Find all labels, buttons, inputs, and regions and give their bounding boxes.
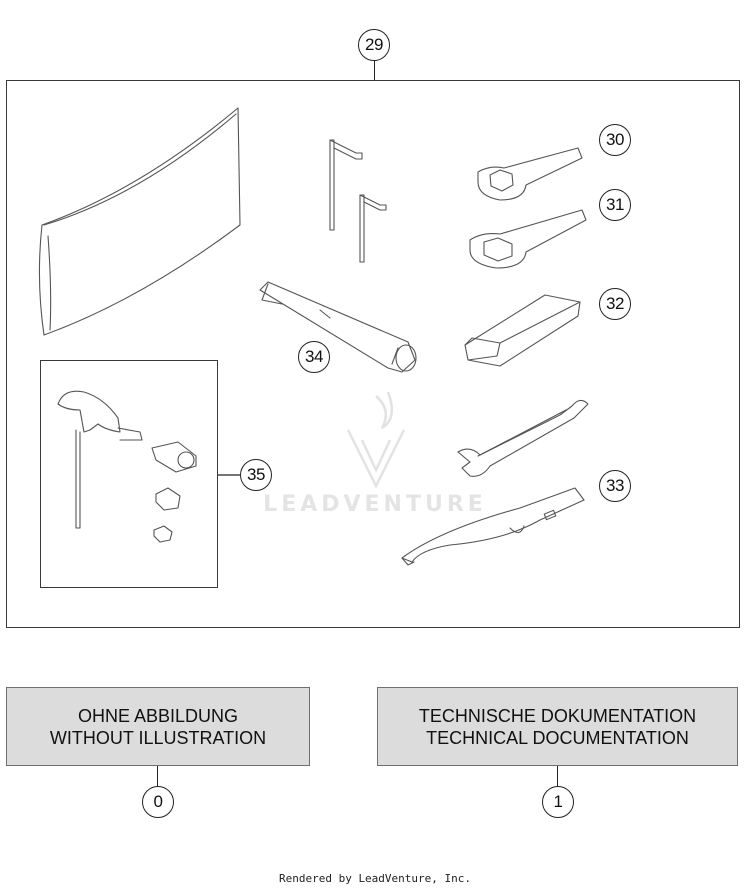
callout-32[interactable]: 32: [599, 288, 631, 320]
callout-29-stem: [374, 60, 376, 80]
callout-33[interactable]: 33: [599, 470, 631, 502]
tool-kit-frame: [6, 80, 740, 628]
technical-documentation-line1: TECHNISCHE DOKUMENTATION: [418, 705, 697, 726]
without-illustration-line1: OHNE ABBILDUNG: [77, 705, 239, 726]
callout-29[interactable]: 29: [358, 29, 390, 61]
watermark-text: LEADVENTURE: [263, 492, 487, 517]
spark-plug-wrench-icon[interactable]: [259, 281, 417, 373]
callout-34[interactable]: 34: [298, 341, 330, 373]
leadventure-logo: [346, 391, 406, 489]
allen-keys-icon[interactable]: [329, 139, 387, 263]
open-end-wrench-icon[interactable]: [457, 399, 589, 477]
hook-spanner-33-icon[interactable]: [401, 487, 585, 566]
ring-wrench-31-icon[interactable]: [469, 209, 587, 269]
callout-1[interactable]: 1: [542, 786, 574, 818]
callout-31[interactable]: 31: [599, 189, 631, 221]
socket-bit-small-icon[interactable]: [153, 525, 173, 543]
tool-tube-32-icon[interactable]: [464, 294, 581, 367]
without-illustration-line2: WITHOUT ILLUSTRATION: [49, 727, 267, 748]
socket-bit-medium-icon[interactable]: [155, 487, 181, 511]
callout-0-stem: [157, 766, 159, 787]
without-illustration-box[interactable]: OHNE ABBILDUNG WITHOUT ILLUSTRATION: [6, 687, 310, 766]
callout-35[interactable]: 35: [240, 459, 272, 491]
callout-1-stem: [557, 766, 559, 787]
socket-bit-large-icon[interactable]: [151, 441, 197, 473]
callout-0[interactable]: 0: [142, 786, 174, 818]
rendered-by-footer: Rendered by LeadVenture, Inc.: [278, 872, 472, 885]
tool-bag-icon: [38, 107, 241, 336]
technical-documentation-line2: TECHNICAL DOCUMENTATION: [426, 727, 689, 748]
t-handle-driver-icon[interactable]: [57, 390, 143, 529]
hex-key-set-frame: [40, 360, 218, 588]
ring-wrench-30-icon[interactable]: [477, 147, 583, 201]
technical-documentation-box[interactable]: TECHNISCHE DOKUMENTATION TECHNICAL DOCUM…: [377, 687, 738, 766]
tool-illustrations: [38, 107, 589, 566]
callout-30[interactable]: 30: [599, 124, 631, 156]
